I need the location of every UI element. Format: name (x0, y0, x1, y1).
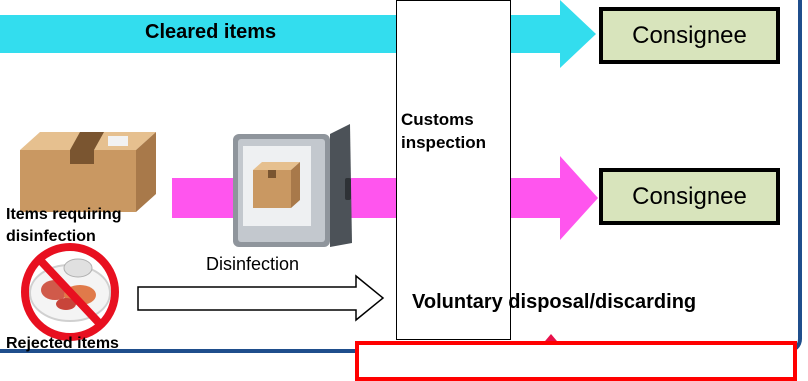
items-requiring-disinfection-label: Items requiring disinfection (6, 206, 122, 246)
customs-inspection-box: Customs inspection (396, 0, 511, 340)
consignee-box-middle: Consignee (599, 168, 780, 225)
disinfection-label: Disinfection (206, 254, 300, 274)
cardboard-box-icon (20, 132, 156, 212)
rejected-items-label: Rejected items (6, 335, 119, 352)
voluntary-disposal-label: Voluntary disposal/discarding (412, 291, 697, 313)
note-box (355, 341, 797, 381)
disinfection-flow-arrow (172, 156, 598, 240)
consignee-box-top: Consignee (599, 7, 780, 64)
prohibited-food-icon (21, 243, 119, 341)
disinfection-chamber-icon (233, 124, 352, 247)
cleared-items-label: Cleared items (145, 21, 277, 43)
rejected-items-arrow (137, 274, 385, 322)
customs-inspection-label: Customs inspection (401, 110, 487, 152)
